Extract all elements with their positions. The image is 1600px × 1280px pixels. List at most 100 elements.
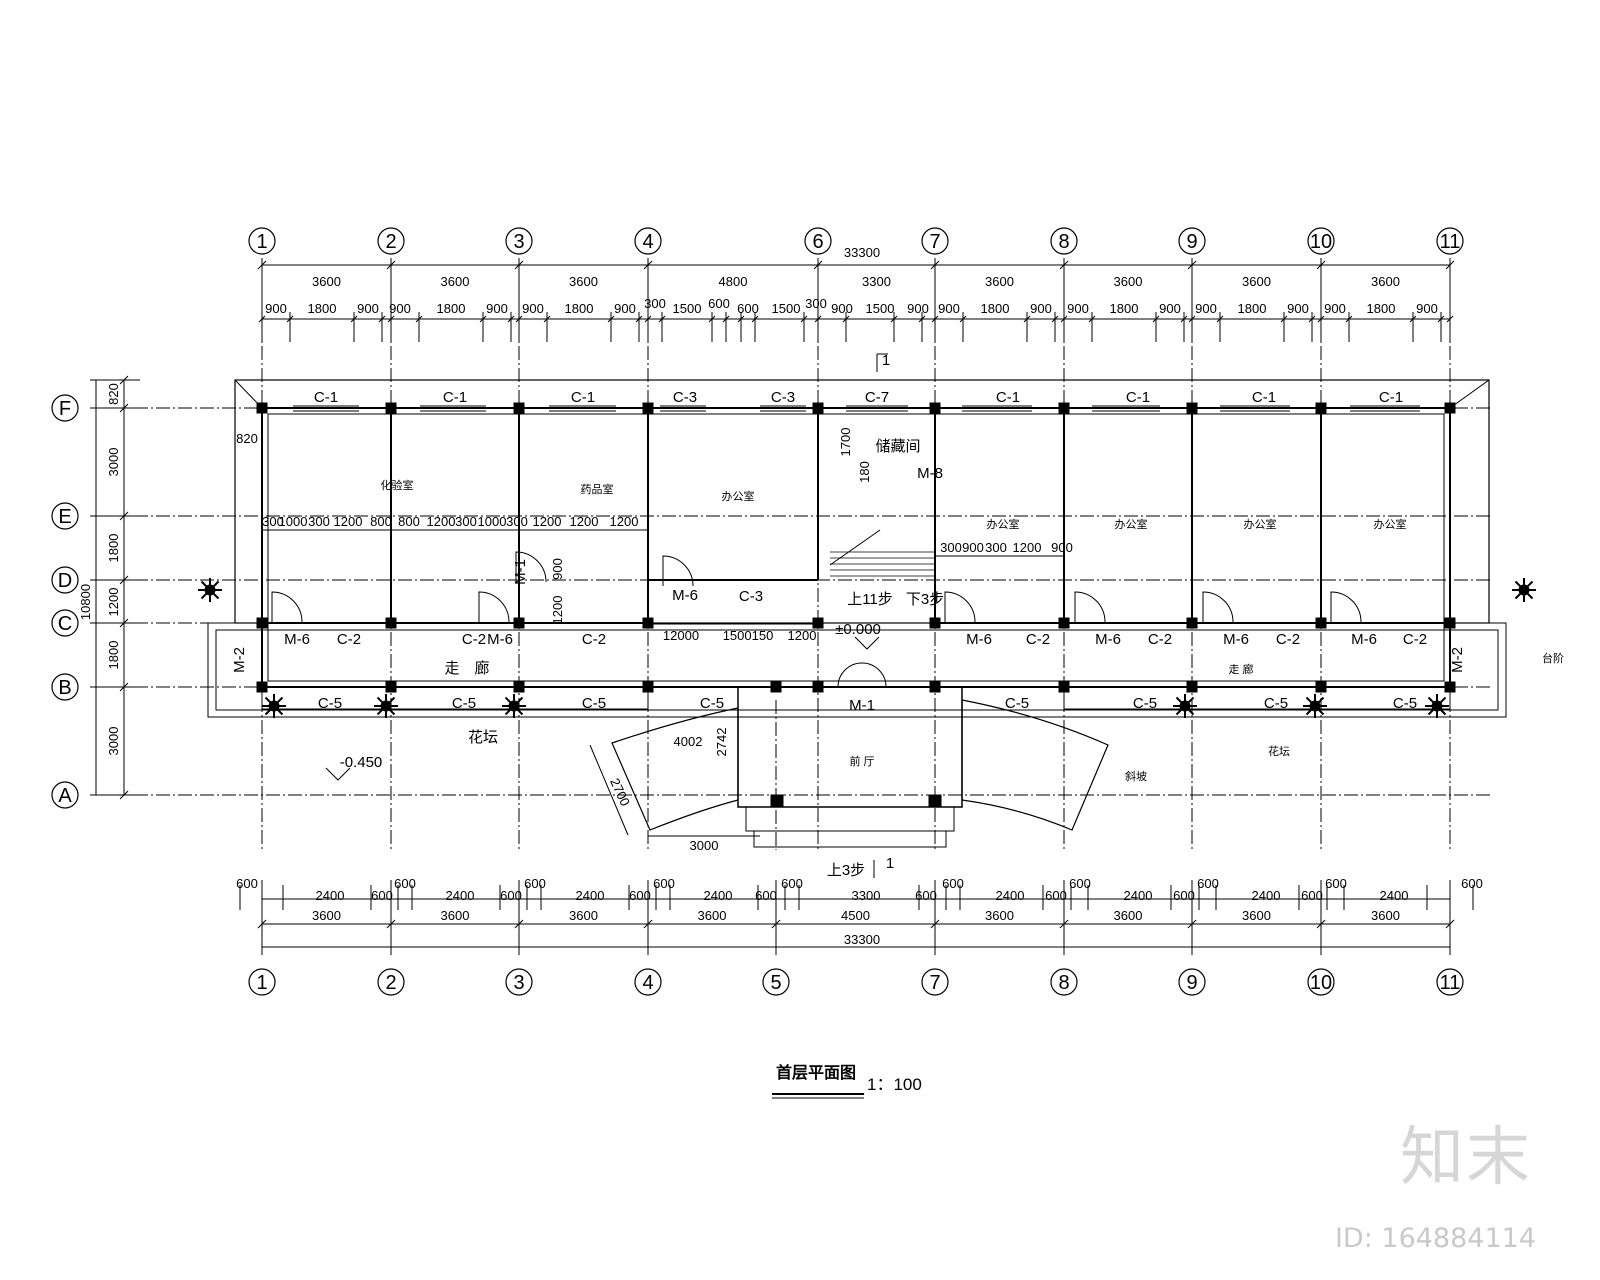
dim-slash <box>722 315 730 323</box>
dim-bottom-detail: 600 <box>1045 888 1067 903</box>
dim-top-detail: 600 <box>708 296 730 311</box>
dim-bottom-detail: 600 <box>394 876 416 891</box>
dim-900: 900 <box>550 558 565 580</box>
window-label-6: C-1 <box>996 389 1020 406</box>
dim-top-detail: 1500 <box>772 301 801 316</box>
plant-icon <box>1512 578 1536 602</box>
planter-left <box>261 686 649 710</box>
dim-row-e: 1000 <box>478 514 507 529</box>
dim-slash <box>1051 315 1059 323</box>
dim-top-detail: 1800 <box>1367 301 1396 316</box>
dim-top-span: 3600 <box>1242 274 1271 289</box>
door-swing <box>478 591 510 623</box>
label-up3: 上3步 <box>827 862 865 879</box>
dim-slash <box>257 260 267 270</box>
dim-slash <box>1445 919 1455 929</box>
plant-center <box>268 700 280 712</box>
plant-icon <box>198 578 222 602</box>
dim-slash <box>514 919 524 929</box>
axis-top-10-label: 10 <box>1310 231 1332 253</box>
dim-bottom-detail: 2400 <box>1380 888 1409 903</box>
axis-bottom-5-circle <box>762 968 790 996</box>
axis-top-7-circle <box>921 227 949 255</box>
dim-bottom-detail: 600 <box>755 888 777 903</box>
dim-top-detail: 900 <box>265 301 287 316</box>
axis-top-9-circle <box>1178 227 1206 255</box>
dim-slash <box>751 315 759 323</box>
dim-row-e: 1200 <box>610 514 639 529</box>
dim-bottom-total: 33300 <box>844 932 880 947</box>
dim-top-span: 3600 <box>1114 274 1143 289</box>
dim-slash <box>543 315 551 323</box>
dim-bottom-detail: 600 <box>629 888 651 903</box>
dim-slash <box>119 790 129 800</box>
roof-outline <box>234 379 1490 624</box>
exterior-wall <box>261 407 1451 688</box>
dim-slash <box>930 260 940 270</box>
dim-slash <box>842 315 850 323</box>
dim-top-detail: 900 <box>1416 301 1438 316</box>
label-step: 台阶 <box>1542 651 1564 665</box>
dim-bottom-detail: 600 <box>915 888 937 903</box>
drawing-scale: 1：100 <box>867 1075 922 1094</box>
dim-row-e: 1000 <box>279 514 308 529</box>
door-label-m1-small: M-1 <box>512 559 529 585</box>
axis-bottom-2-circle <box>377 968 405 996</box>
axis-left-F-circle <box>51 394 79 422</box>
room-corridor-left: 走 廊 <box>444 660 489 677</box>
axis-top-3-label: 3 <box>513 231 524 253</box>
dim-row-e: 300 <box>308 514 330 529</box>
plant-center <box>508 700 520 712</box>
axis-left-C-circle <box>51 609 79 637</box>
dim-slash <box>1023 315 1031 323</box>
dim-top-detail: 1800 <box>565 301 594 316</box>
dim-bottom-span: 4500 <box>841 908 870 923</box>
dim-slash <box>387 315 395 323</box>
window-label-c5-4: C-5 <box>1005 695 1029 712</box>
door-swing <box>515 551 547 583</box>
axis-bottom-4-label: 4 <box>642 972 653 994</box>
axis-left-B-circle <box>51 673 79 701</box>
dim-top-detail: 1500 <box>673 301 702 316</box>
axis-top-2-circle <box>377 227 405 255</box>
axis-left-A-label: A <box>58 785 72 807</box>
dim-slash <box>1060 315 1068 323</box>
axis-grid <box>90 258 1490 850</box>
axis-top-11-circle <box>1436 227 1464 255</box>
door-label-m6-3: M-6 <box>966 631 992 648</box>
dim-slash <box>918 315 926 323</box>
room-office-2: 办公室 <box>987 517 1020 531</box>
room-office-1: 办公室 <box>722 489 755 503</box>
dim-top-detail: 900 <box>522 301 544 316</box>
window-label-c2-0: C-2 <box>337 631 361 648</box>
dim-bottom-detail: 600 <box>1301 888 1323 903</box>
column <box>1186 402 1198 414</box>
window-label-3: C-3 <box>673 389 697 406</box>
dim-bottom-detail: 600 <box>1069 876 1091 891</box>
dim-row-e: 300 <box>506 514 528 529</box>
axis-bottom-3-circle <box>505 968 533 996</box>
dim-slash <box>258 315 266 323</box>
dim-slash <box>119 375 129 385</box>
dim-bottom-detail: 600 <box>1461 876 1483 891</box>
axis-bottom-5-label: 5 <box>770 972 781 994</box>
door-label-m6-4: M-6 <box>1095 631 1121 648</box>
dim-top-detail: 900 <box>1067 301 1089 316</box>
axis-bottom-7-circle <box>921 968 949 996</box>
dim-slash <box>378 315 386 323</box>
dim-top-span: 3600 <box>569 274 598 289</box>
dim-bottom-detail: 600 <box>371 888 393 903</box>
door-swing <box>271 591 303 623</box>
dim-bottom-detail: 600 <box>942 876 964 891</box>
dim-top-detail: 1800 <box>437 301 466 316</box>
dim-slash <box>959 315 967 323</box>
dim-slash <box>1088 315 1096 323</box>
dim-top-detail: 900 <box>1030 301 1052 316</box>
axis-left-B-label: B <box>58 677 71 699</box>
column <box>1315 402 1327 414</box>
dim-slash <box>514 260 524 270</box>
dim-slash <box>1187 919 1197 929</box>
dim-top-detail: 900 <box>907 301 929 316</box>
dim-slash <box>1188 315 1196 323</box>
